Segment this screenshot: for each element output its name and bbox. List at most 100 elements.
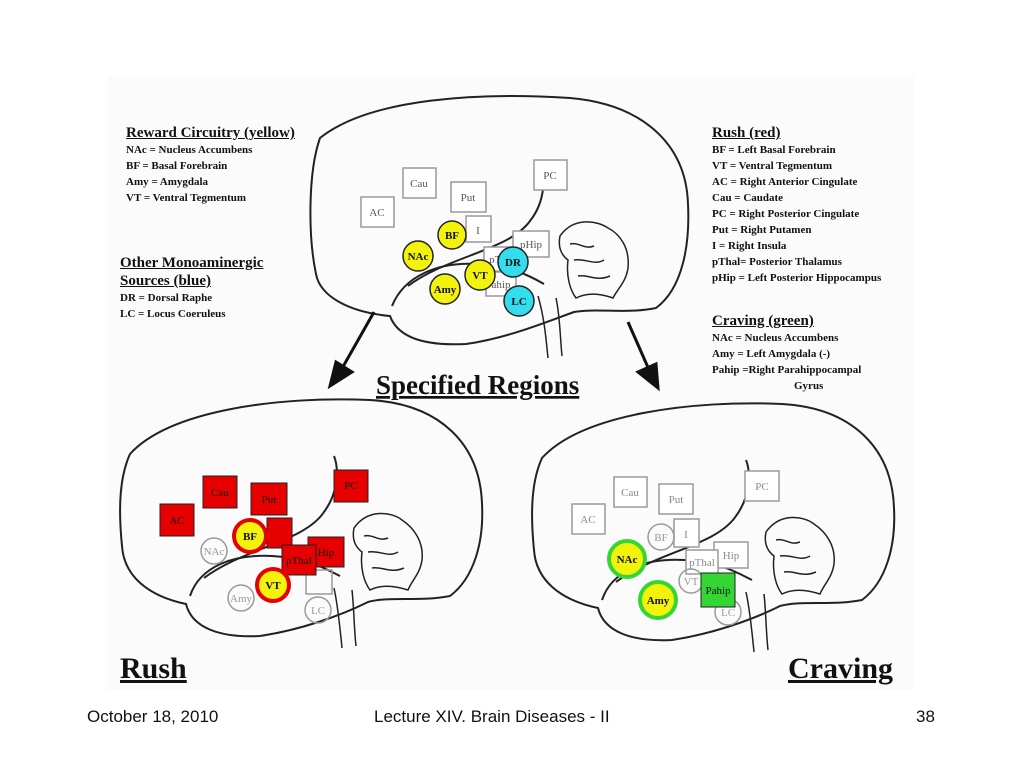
craving-nac-circle	[607, 539, 647, 579]
rush-legend-item: pHip = Left Posterior Hippocampus	[712, 272, 882, 284]
craving-lc-faint-label: LC	[721, 607, 735, 619]
top-cau-label: Cau	[410, 178, 428, 190]
craving-legend-heading: Craving (green)	[712, 313, 814, 329]
rush-legend-heading: Rush (red)	[712, 125, 781, 141]
brain-figure: AC Cau Put PC I pHip pTh ahip BF NAc VT …	[108, 76, 914, 690]
top-pahip-label: ahip	[492, 279, 511, 291]
craving-amy-circle	[638, 580, 678, 620]
footer-date: October 18, 2010	[87, 707, 219, 726]
monoaminergic-legend: Other Monoaminergic Sources (blue) DR = …	[120, 254, 263, 322]
rush-lc-faint	[304, 596, 332, 624]
craving-brain-outline	[531, 402, 896, 642]
rush-legend-item: VT = Ventral Tegmentum	[712, 160, 833, 172]
craving-amy-label: Amy	[647, 595, 670, 607]
top-nac-circle	[402, 240, 434, 272]
top-ac-box	[360, 196, 395, 228]
rush-brain-outline	[119, 398, 484, 638]
rush-pc-label: PC	[344, 480, 357, 492]
specified-regions-title: Specified Regions	[376, 370, 579, 400]
rush-put-box	[250, 482, 288, 516]
top-put-label: Put	[461, 192, 476, 204]
rush-vt-circle	[255, 567, 291, 603]
top-i-label: I	[476, 225, 480, 237]
rush-legend-item: PC = Right Posterior Cingulate	[712, 208, 860, 220]
rush-brainstem	[333, 587, 357, 649]
top-dr-circle	[497, 246, 529, 278]
top-brain	[309, 95, 690, 359]
top-brainstem	[537, 295, 563, 359]
craving-cau-box	[613, 476, 648, 508]
rush-legend: Rush (red) BF = Left Basal Forebrain VT …	[712, 124, 881, 286]
rush-legend-item: Cau = Caudate	[712, 192, 784, 204]
rush-ac-label: AC	[169, 515, 184, 527]
reward-legend-item: VT = Ventral Tegmentum	[126, 192, 247, 204]
top-nac-label: NAc	[408, 251, 429, 263]
top-vt-circle	[464, 259, 496, 291]
rush-nac-faint	[200, 537, 228, 565]
top-i-box	[465, 215, 492, 243]
rush-pthal-label: pThal	[286, 555, 312, 567]
top-vt-label: VT	[472, 270, 488, 282]
top-bf-circle	[437, 220, 467, 250]
rush-i-box	[266, 517, 293, 549]
rush-nac-faint-label: NAc	[204, 546, 225, 558]
craving-legend-item: Amy = Left Amygdala (-)	[712, 348, 831, 360]
reward-legend-item: NAc = Nucleus Accumbens	[126, 144, 253, 156]
craving-vt-faint-label: VT	[684, 576, 699, 588]
rush-vt-label: VT	[265, 580, 281, 592]
rush-temporal-lobe	[189, 554, 341, 597]
top-dr-label: DR	[505, 257, 522, 269]
craving-bf-faint-label: BF	[654, 532, 667, 544]
rush-pc-box	[333, 469, 369, 503]
craving-cerebellum	[764, 516, 835, 595]
craving-legend-item: NAc = Nucleus Accumbens	[712, 332, 839, 344]
rush-legend-item: I = Right Insula	[712, 240, 787, 252]
rush-faint-box	[305, 569, 333, 595]
craving-ac-box	[571, 503, 606, 535]
footer-lecture-title: Lecture XIV. Brain Diseases - II	[374, 707, 610, 726]
left-arrow	[327, 311, 376, 390]
reward-legend: Reward Circuitry (yellow) NAc = Nucleus …	[126, 124, 295, 206]
top-phip-label: pHip	[520, 239, 543, 251]
rush-hip-label: Hip	[318, 547, 335, 559]
craving-nac-label: NAc	[617, 554, 638, 566]
craving-legend: Craving (green) NAc = Nucleus Accumbens …	[712, 312, 861, 394]
craving-brainstem	[745, 591, 769, 653]
top-cerebellum	[558, 221, 629, 299]
rush-legend-item: BF = Left Basal Forebrain	[712, 144, 836, 156]
rush-cau-label: Cau	[211, 487, 229, 499]
rush-put-label: Put	[262, 494, 277, 506]
right-arrow	[626, 321, 660, 392]
top-amy-label: Amy	[434, 284, 457, 296]
top-pc-label: PC	[543, 170, 556, 182]
craving-legend-item: Pahip =Right Parahippocampal	[712, 364, 862, 376]
craving-pthal-label: pThal	[689, 557, 715, 569]
craving-title: Craving	[788, 652, 893, 685]
craving-legend-item: Gyrus	[794, 380, 824, 392]
top-bf-label: BF	[445, 230, 459, 242]
reward-legend-heading: Reward Circuitry (yellow)	[126, 125, 295, 141]
top-brain-outline	[309, 95, 690, 346]
top-lc-circle	[503, 285, 535, 317]
craving-put-box	[658, 483, 694, 515]
rush-amy-faint-label: Amy	[230, 593, 253, 605]
reward-legend-item: Amy = Amygdala	[126, 176, 209, 188]
craving-temporal-lobe	[601, 558, 753, 601]
craving-bf-faint	[647, 523, 675, 551]
rush-pthal-box	[281, 544, 317, 576]
craving-i-label: I	[684, 529, 688, 541]
rush-bf-circle	[232, 518, 268, 554]
top-amy-circle	[429, 273, 461, 305]
top-ac-label: AC	[369, 207, 384, 219]
rush-cau-box	[202, 475, 238, 509]
craving-hip-label: Hip	[723, 550, 740, 562]
monoaminergic-legend-item: DR = Dorsal Raphe	[120, 292, 213, 304]
craving-ac-label: AC	[580, 514, 595, 526]
craving-cau-label: Cau	[621, 487, 639, 499]
craving-pc-label: PC	[755, 481, 768, 493]
monoaminergic-legend-item: LC = Locus Coeruleus	[120, 308, 226, 320]
rush-legend-item: AC = Right Anterior Cingulate	[712, 176, 858, 188]
rush-lc-faint-label: LC	[311, 605, 325, 617]
top-lc-label: LC	[511, 296, 526, 308]
rush-cerebellum	[352, 512, 423, 591]
